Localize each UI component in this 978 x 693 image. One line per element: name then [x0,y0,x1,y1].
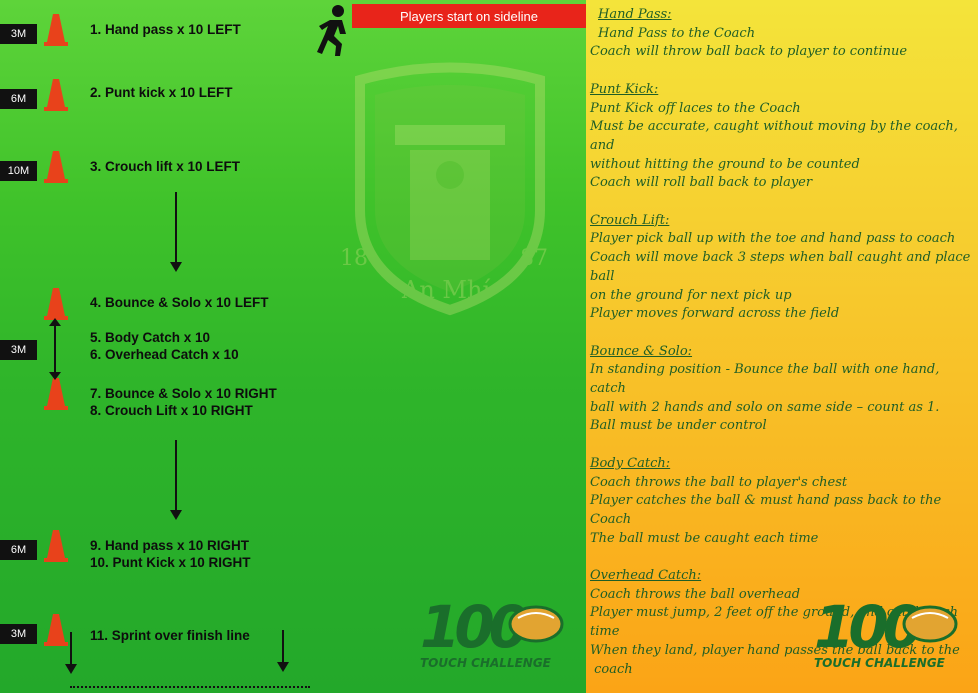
instruction-line: When they land, player hand passes the b… [590,642,960,658]
instruction-line: Hand Pass to the Coach [598,25,756,41]
arrow-down-icon [170,192,182,272]
arrow-down-icon [65,632,77,674]
heading-bounce-solo: Bounce & Solo: [590,343,693,359]
cone-icon [44,14,68,46]
cone-icon [44,151,68,183]
instruction-line: Player catches the ball & must hand pass… [590,493,942,527]
drill-step: 6. Overhead Catch x 10 [90,347,239,362]
touch-challenge-logo: 100 TOUCH CHALLENGE [420,598,564,670]
arrow-down-icon [170,440,182,520]
distance-label: 3M [0,24,37,44]
double-arrow-icon [49,318,61,380]
finish-line [70,686,310,688]
instruction-line: Player pick ball up with the toe and han… [590,231,956,247]
heading-hand-pass: Hand Pass: [598,7,672,22]
instruction-line: Coach throws the ball to player's chest [590,474,848,490]
heading-punt-kick: Punt Kick: [590,81,659,97]
start-banner: Players start on sideline [352,4,586,28]
instruction-line: Coach throws the ball overhead [590,586,801,602]
instruction-line: without hitting the ground to be counted [590,156,860,172]
instructions-text: Hand Pass: Hand Pass to the Coach Coach … [590,6,976,679]
drill-step: 1. Hand pass x 10 LEFT [90,22,241,37]
drill-step: 2. Punt kick x 10 LEFT [90,85,233,100]
instruction-line: Player moves forward across the field [590,306,840,322]
instructions-panel: Hand Pass: Hand Pass to the Coach Coach … [586,0,978,693]
running-man-icon [317,5,346,56]
crest-motto: An Mhí [401,276,490,304]
distance-label: 3M [0,624,37,644]
distance-label: 6M [0,540,37,560]
instruction-line: Must be accurate, caught without moving … [590,119,958,153]
instruction-line: Coach will move back 3 steps when ball c… [590,250,971,284]
instruction-line: Coach will roll ball back to player [590,175,813,191]
drill-step: 5. Body Catch x 10 [90,330,211,345]
cone-icon [44,614,68,646]
instruction-line: Punt Kick off laces to the Coach [590,100,801,116]
heading-crouch-lift: Crouch Lift: [590,212,670,228]
drill-step: 7. Bounce & Solo x 10 RIGHT [90,386,277,401]
cone-icon [44,530,68,562]
cone-icon [44,378,68,410]
instruction-line: ball with 2 hands and solo on same side … [590,399,940,415]
drill-step: 4. Bounce & Solo x 10 LEFT [90,295,269,310]
instruction-line: coach [590,661,633,677]
football-icon [902,605,958,643]
distance-label: 10M [0,161,37,181]
drill-step: 11. Sprint over finish line [90,628,250,643]
instruction-line: on the ground for next pick up [590,287,792,303]
drill-step: 10. Punt Kick x 10 RIGHT [90,555,251,570]
distance-label: 3M [0,340,37,360]
logo-caption: TOUCH CHALLENGE [814,656,945,670]
crest-year-left: 18 [340,246,368,271]
drill-step: 3. Crouch lift x 10 LEFT [90,159,241,174]
instruction-line: Player must jump, 2 feet off the ground,… [590,605,959,640]
cone-icon [44,79,68,111]
crest-year-right: 87 [520,246,548,271]
instruction-line: The ball must be caught each time [590,530,819,546]
drill-step: 9. Hand pass x 10 RIGHT [90,538,250,553]
arrow-down-icon [277,630,289,672]
instruction-line: Ball must be under control [590,418,767,434]
heading-overhead-catch: Overhead Catch: [590,568,702,584]
distance-label: 6M [0,89,37,109]
football-icon [508,605,564,643]
instruction-line: In standing position - Bounce the ball w… [590,362,940,397]
logo-caption: TOUCH CHALLENGE [420,656,551,670]
drill-diagram-panel: 18 87 An Mhí Players start on sideline 3… [0,0,586,693]
drill-step: 8. Crouch Lift x 10 RIGHT [90,403,253,418]
meath-crest-watermark: 18 87 An Mhí [340,62,548,316]
heading-body-catch: Body Catch: [590,455,671,471]
touch-challenge-logo: 100 TOUCH CHALLENGE [814,598,958,670]
instruction-line: Coach will throw ball back to player to … [590,44,908,60]
cone-icon [44,288,68,320]
